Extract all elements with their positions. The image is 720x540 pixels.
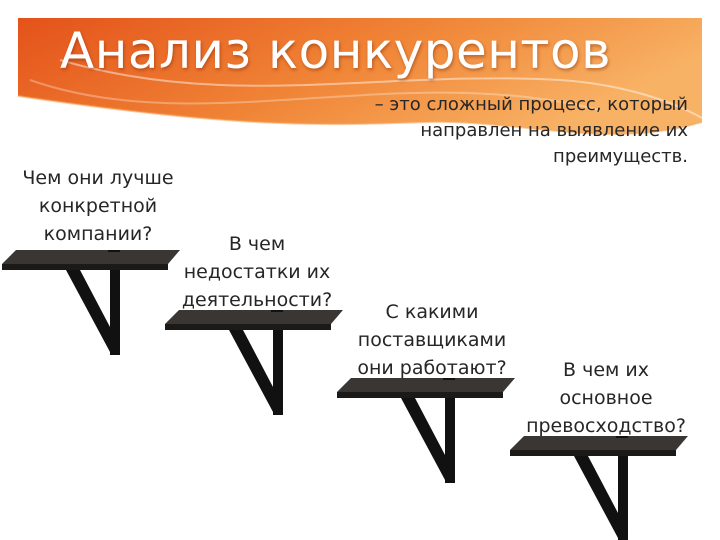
header-banner [17, 18, 703, 135]
slide-subtitle: – это сложный процесс, который направлен… [374, 94, 688, 167]
shelf-3-icon [337, 378, 515, 483]
slide-title: Анализ конкурентов [60, 22, 612, 80]
shelf-1-icon [2, 250, 180, 355]
shelf-2-icon [165, 310, 343, 415]
step-2-label: В чем недостатки их деятельности? [181, 233, 333, 311]
step-3-label: С какими поставщиками они работают? [357, 301, 507, 379]
step-1-label: Чем они лучше конкретной компании? [22, 167, 174, 245]
shelf-4-icon [510, 436, 688, 540]
step-4-label: В чем их основное превосходство? [526, 359, 686, 437]
